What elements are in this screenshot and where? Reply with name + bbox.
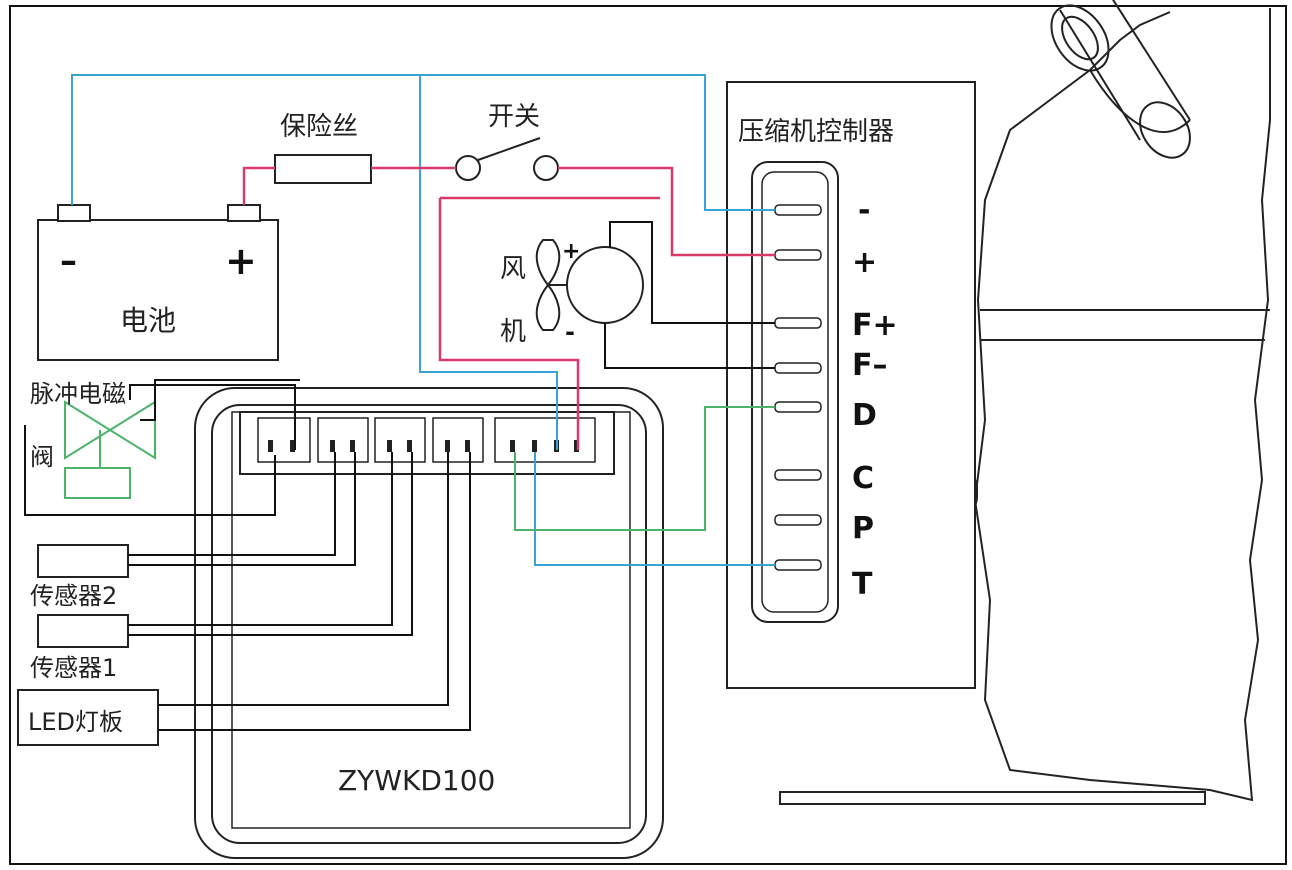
wires-blue	[71, 74, 775, 566]
solenoid-valve	[64, 400, 156, 499]
battery-pos-terminal	[227, 204, 261, 222]
sensor2-box	[37, 544, 129, 578]
fan	[535, 239, 644, 331]
pin-label-f-minus: F–	[852, 348, 888, 383]
led-board-box	[17, 689, 159, 746]
pin-label-t: T	[852, 567, 873, 602]
connector-sensor1	[374, 417, 426, 463]
sensor1-label: 传感器1	[30, 654, 117, 682]
wires-red	[242, 166, 775, 450]
pin-label-d: D	[852, 398, 877, 433]
switch	[455, 137, 559, 181]
fan-plus-sign: +	[562, 239, 580, 264]
battery-plus-sign: +	[225, 239, 257, 283]
controller-box	[726, 81, 976, 689]
valve-label-top: 脉冲电磁	[30, 380, 126, 408]
battery-minus-sign: –	[60, 241, 77, 281]
terminal-p	[774, 514, 822, 526]
terminal-minus	[774, 204, 822, 216]
sensor1-box	[37, 614, 129, 648]
terminal-f-minus	[774, 362, 822, 374]
battery	[37, 204, 279, 361]
controller-title: 压缩机控制器	[738, 117, 894, 147]
main-board-outer	[194, 387, 664, 859]
terminal-d	[774, 401, 822, 413]
fan-label-bottom: 机	[500, 317, 526, 347]
wires-green	[514, 406, 775, 531]
battery-neg-terminal	[57, 204, 91, 222]
pin-label-p: P	[852, 511, 874, 546]
pin-label-minus: -	[858, 193, 870, 228]
led-board-label: LED灯板	[28, 708, 123, 736]
pin-label-f-plus: F+	[852, 308, 898, 343]
connector-led	[432, 417, 484, 463]
fan-label-top: 风	[500, 254, 526, 284]
connector-sensor2	[317, 417, 369, 463]
fan-minus-sign: -	[565, 318, 575, 346]
terminal-plus	[774, 249, 822, 261]
switch-label: 开关	[488, 102, 540, 132]
controller-terminal-strip	[751, 161, 839, 623]
fuse	[274, 154, 372, 184]
pin-label-c: C	[852, 461, 874, 496]
terminal-f-plus	[774, 317, 822, 329]
terminal-t	[774, 559, 822, 571]
main-board-label: ZYWKD100	[338, 764, 495, 797]
outer-frame	[9, 5, 1287, 865]
terminal-c	[774, 469, 822, 481]
fuse-label: 保险丝	[280, 112, 358, 142]
wires-black	[24, 221, 775, 731]
sensor2-label: 传感器2	[30, 582, 117, 610]
connector-valve	[257, 417, 311, 463]
pin-label-plus: +	[852, 245, 877, 280]
valve-label-bottom: 阀	[30, 443, 54, 471]
battery-label: 电池	[120, 304, 176, 337]
